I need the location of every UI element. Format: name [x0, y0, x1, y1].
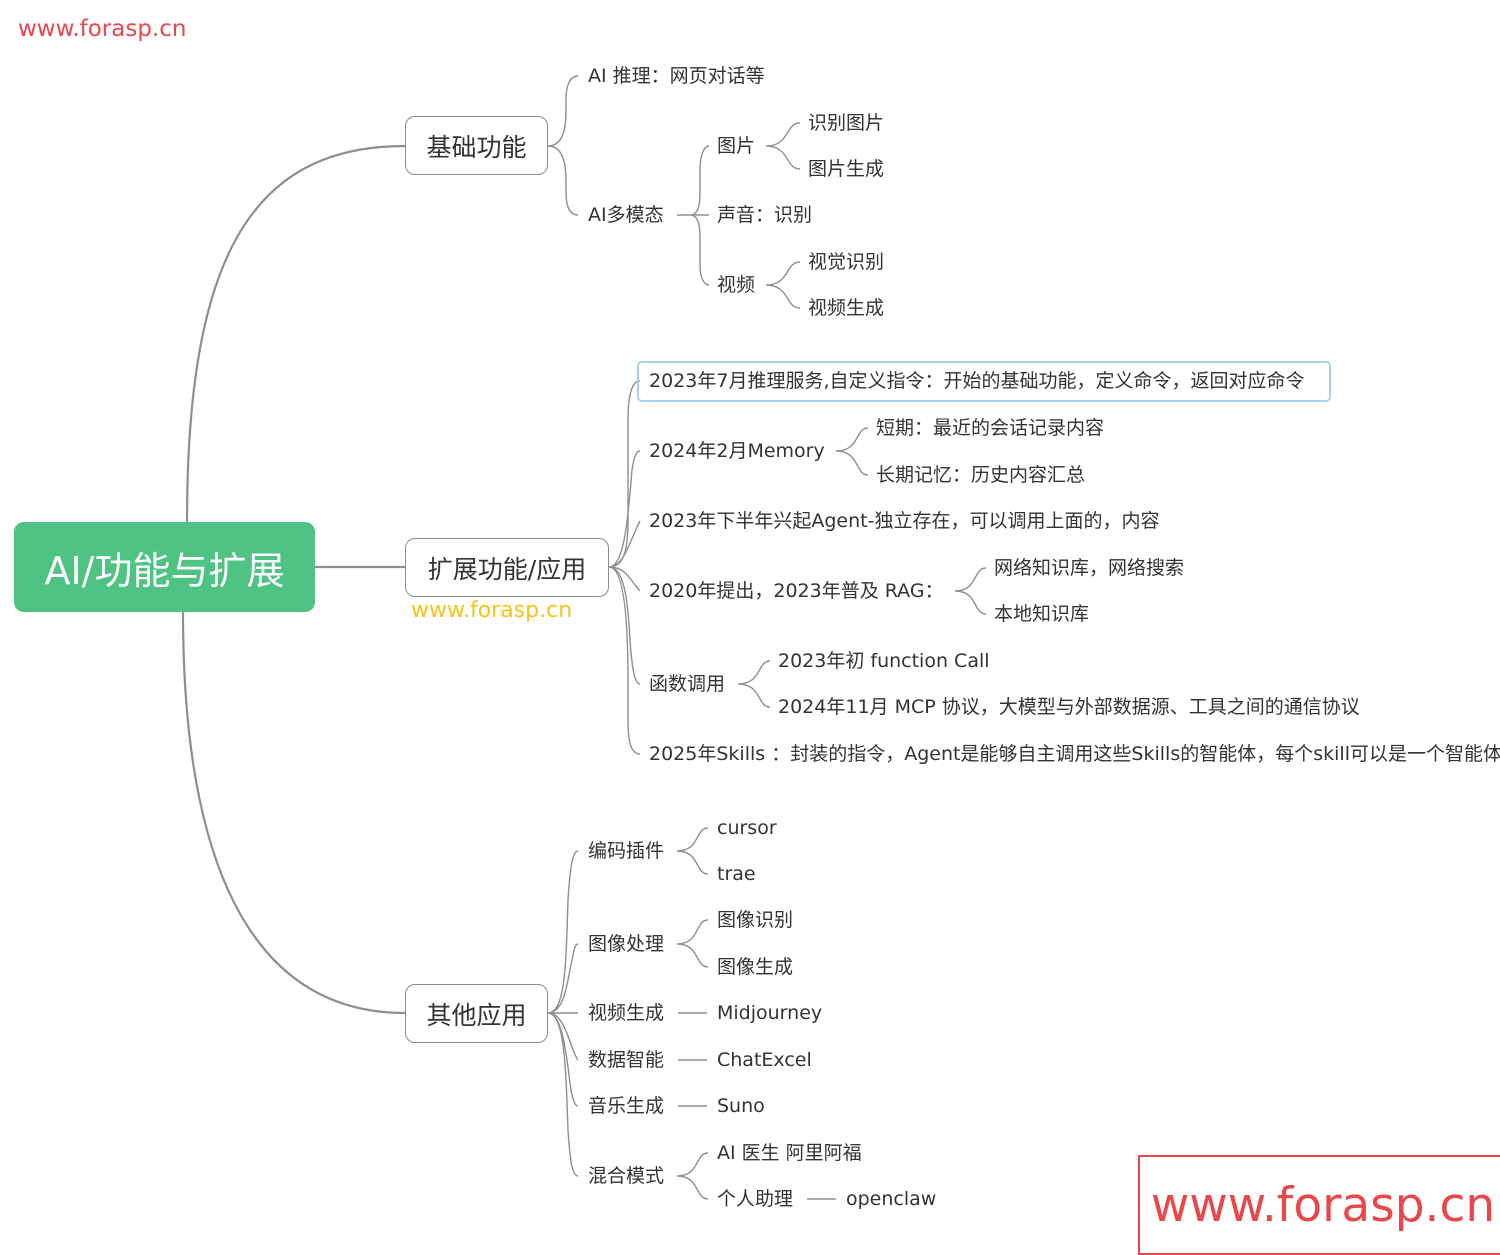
edge-root-other: [181, 611, 406, 1015]
selection-highlight: [637, 361, 1331, 402]
edge-memory-fan: [835, 427, 869, 476]
node-rag-web[interactable]: 网络知识库，网络搜索: [994, 557, 1185, 579]
node-extension-features[interactable]: 扩展功能/应用: [405, 538, 609, 597]
node-rag-local[interactable]: 本地知识库: [994, 603, 1090, 625]
edge-basic-fan: [547, 75, 579, 216]
edge-multimodal-fan: [677, 145, 710, 286]
node-suno[interactable]: Suno: [717, 1095, 765, 1117]
root-node[interactable]: AI/功能与扩展: [14, 522, 315, 612]
node-music-generation[interactable]: 音乐生成: [588, 1095, 665, 1117]
node-basic-features[interactable]: 基础功能: [405, 116, 548, 175]
node-openclaw[interactable]: openclaw: [846, 1188, 937, 1210]
node-image-generation[interactable]: 图像生成: [717, 956, 794, 978]
watermark-middle: www.forasp.cn: [411, 598, 573, 623]
node-memory-short[interactable]: 短期：最近的会话记录内容: [876, 417, 1105, 439]
watermark-bottom-right-text: www.forasp.cn: [1150, 1177, 1496, 1233]
node-memory[interactable]: 2024年2月Memory: [649, 440, 825, 462]
node-video-recognize[interactable]: 视觉识别: [808, 251, 885, 273]
edge-other-fan: [547, 850, 579, 1177]
edge-coding-fan: [676, 827, 709, 875]
edge-mixed-fan: [676, 1152, 709, 1200]
node-trae[interactable]: trae: [717, 863, 756, 885]
node-function-call[interactable]: 函数调用: [649, 673, 726, 695]
node-image-recognition[interactable]: 图像识别: [717, 909, 794, 931]
node-video-generation[interactable]: 视频生成: [588, 1002, 665, 1024]
watermark-top-left: www.forasp.cn: [18, 16, 187, 42]
node-mixed-mode[interactable]: 混合模式: [588, 1165, 665, 1187]
edge-video-fan: [765, 261, 801, 309]
edge-image-fan: [765, 122, 801, 170]
node-function-call-2023[interactable]: 2023年初 function Call: [778, 650, 990, 672]
node-personal-assistant[interactable]: 个人助理: [717, 1188, 794, 1210]
node-memory-long[interactable]: 长期记忆：历史内容汇总: [876, 464, 1086, 486]
node-mcp[interactable]: 2024年11月 MCP 协议，大模型与外部数据源、工具之间的通信协议: [778, 696, 1360, 718]
node-image-recognize[interactable]: 识别图片: [808, 112, 885, 134]
node-midjourney[interactable]: Midjourney: [717, 1002, 823, 1024]
node-other-apps[interactable]: 其他应用: [405, 984, 548, 1043]
node-chatexcel[interactable]: ChatExcel: [717, 1049, 812, 1071]
edge-extension-fan: [608, 380, 641, 755]
node-ai-multimodal[interactable]: AI多模态: [588, 204, 664, 226]
node-image-processing[interactable]: 图像处理: [588, 933, 665, 955]
node-audio[interactable]: 声音：识别: [717, 204, 813, 226]
node-rag[interactable]: 2020年提出，2023年普及 RAG：: [649, 580, 944, 602]
node-ai-reasoning[interactable]: AI 推理：网页对话等: [588, 65, 765, 87]
edge-imaging-fan: [676, 919, 709, 968]
node-agent[interactable]: 2023年下半年兴起Agent-独立存在，可以调用上面的，内容: [649, 510, 1160, 532]
node-video[interactable]: 视频: [717, 274, 756, 296]
node-video-generate[interactable]: 视频生成: [808, 297, 885, 319]
node-prompt-service[interactable]: 2023年7月推理服务,自定义指令：开始的基础功能，定义命令，返回对应命令: [649, 370, 1305, 392]
edge-rag-fan: [954, 567, 987, 615]
node-skills[interactable]: 2025年Skills ：封装的指令，Agent是能够自主调用这些Skills的…: [649, 743, 1500, 765]
node-image[interactable]: 图片: [717, 135, 756, 157]
edge-root-basic: [185, 144, 406, 523]
node-skills-clip: 2025年Skills ：封装的指令，Agent是能够自主调用这些Skills的…: [649, 741, 1500, 769]
node-data-intelligence[interactable]: 数据智能: [588, 1049, 665, 1071]
edge-function-fan: [737, 660, 771, 708]
node-ai-doctor[interactable]: AI 医生 阿里阿福: [717, 1142, 862, 1164]
node-coding-plugins[interactable]: 编码插件: [588, 840, 665, 862]
watermark-bottom-right: www.forasp.cn: [1138, 1155, 1500, 1255]
node-image-generate[interactable]: 图片生成: [808, 158, 885, 180]
node-cursor[interactable]: cursor: [717, 817, 777, 839]
